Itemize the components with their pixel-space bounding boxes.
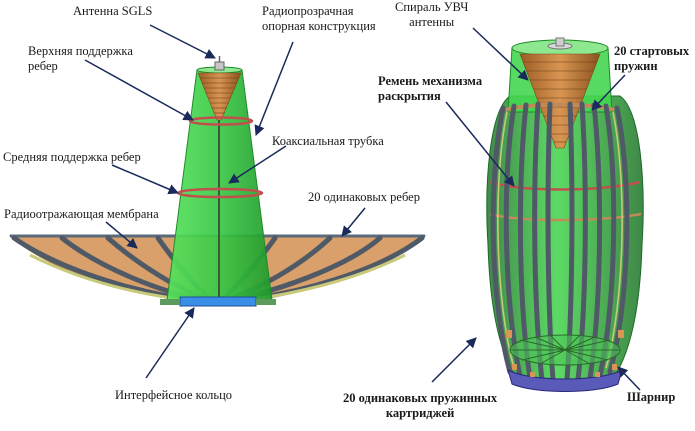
arrow-middle-support (112, 165, 178, 193)
arrow-sgls (150, 25, 215, 58)
label-middle-rib-support: Средняя поддержка ребер (3, 150, 141, 165)
label-hinge: Шарнир (627, 390, 675, 405)
sgls-antenna (215, 62, 224, 70)
label-upper-rib-support: Верхняя поддержка ребер (28, 44, 133, 74)
arrow-radome (256, 42, 293, 135)
label-reflective-membrane: Радиоотражающая мембрана (4, 207, 159, 222)
label-deploy-belt: Ремень механизма раскрытия (378, 74, 482, 104)
arrow-cartridges (432, 338, 476, 382)
label-identical-ribs: 20 одинаковых ребер (308, 190, 420, 205)
interface-ring (180, 297, 256, 306)
label-start-springs: 20 стартовых пружин (614, 44, 689, 74)
arrow-hinge (618, 367, 640, 390)
arrow-interface (146, 308, 194, 378)
bottom-fan (510, 335, 620, 365)
deployed-antenna (10, 56, 425, 306)
label-uhf-helix: Спираль УВЧ антенны (395, 0, 468, 30)
label-coax-tube: Коаксиальная трубка (272, 134, 384, 149)
arrow-ribs (342, 208, 365, 236)
label-sgls-antenna: Антенна SGLS (73, 4, 152, 19)
label-interface-ring: Интерфейсное кольцо (115, 388, 232, 403)
stowed-antenna (487, 38, 643, 392)
label-spring-cartridges: 20 одинаковых пружинных картриджей (343, 391, 497, 421)
label-radome-support: Радиопрозрачная опорная конструкция (262, 4, 376, 34)
